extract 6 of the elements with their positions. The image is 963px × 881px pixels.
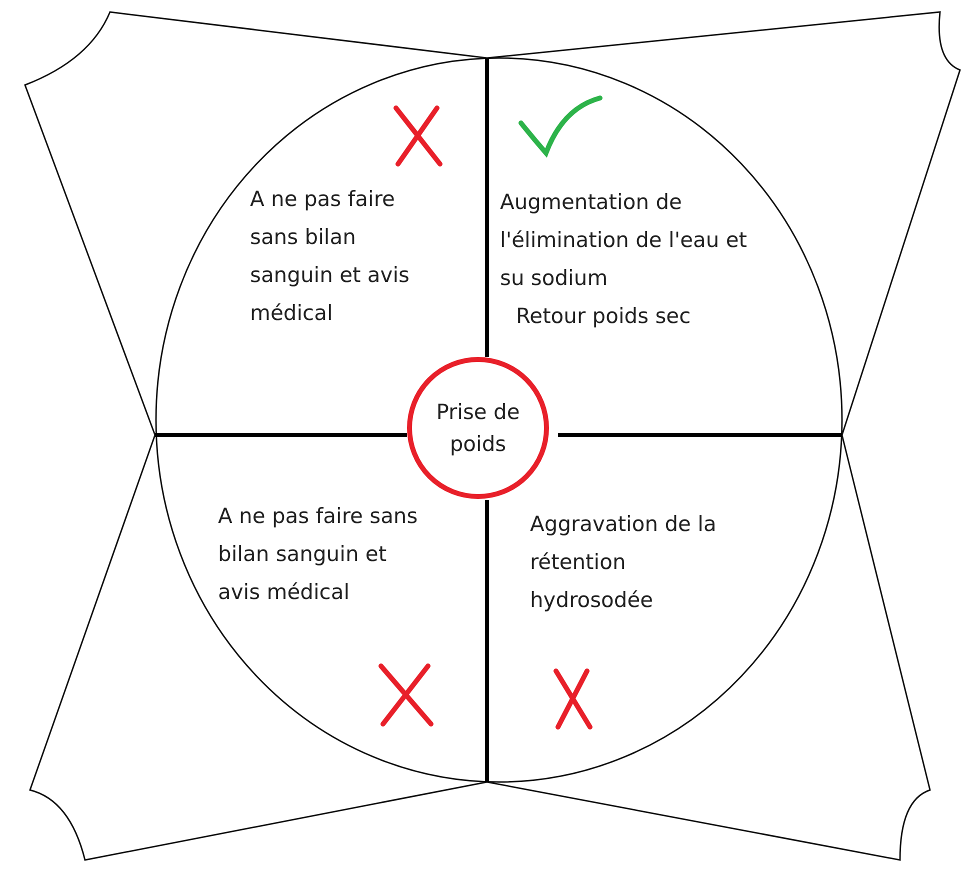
quadrant-text: Aggravation de la rétention hydrosodée xyxy=(530,511,718,614)
quadrant-text: A ne pas faire sans bilan sanguin et avis médical xyxy=(250,186,410,327)
center-label: Prise de poids xyxy=(435,399,521,458)
quadrant-text: Retour poids sec xyxy=(515,303,692,330)
quadrant-text: Augmentation de l'élimination de l'eau et su sodium xyxy=(500,189,748,292)
quadrant-text: A ne pas faire sans bilan sanguin et avis médical xyxy=(218,503,419,606)
